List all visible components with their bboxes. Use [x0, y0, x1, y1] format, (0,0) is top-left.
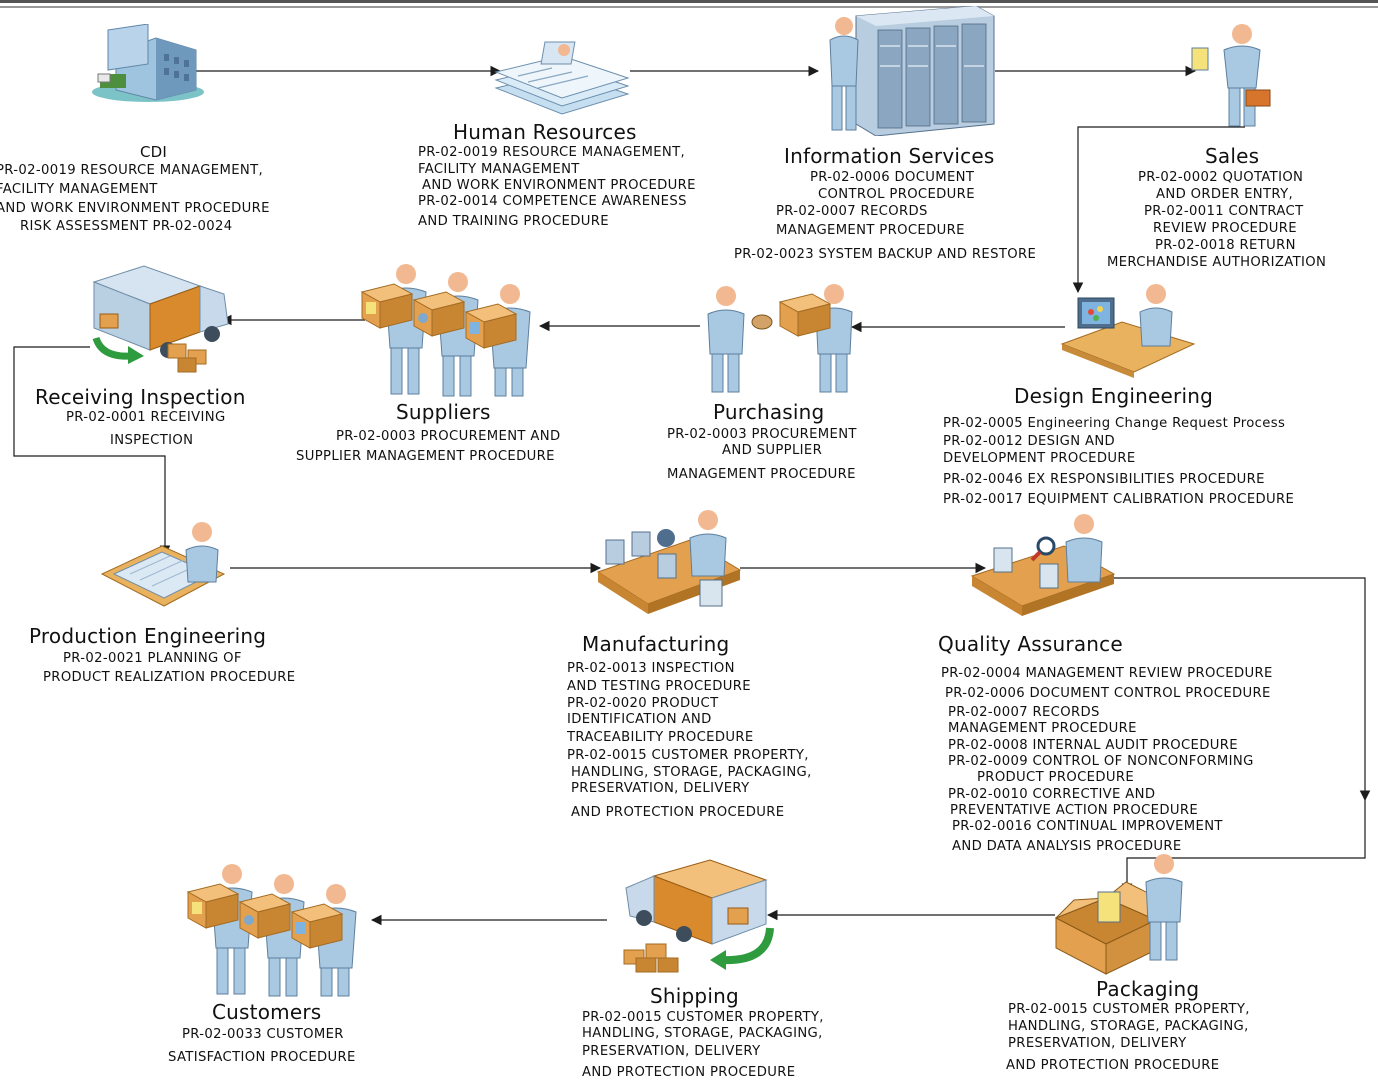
- qa-line: PR-02-0016 CONTINUAL IMPROVEMENT: [952, 819, 1223, 834]
- suppliers-line: PR-02-0003 PROCUREMENT AND: [336, 429, 561, 444]
- box-carriers-icon: [360, 264, 531, 397]
- is-title: Information Services: [784, 144, 995, 168]
- top-rule: [0, 0, 1378, 3]
- prodeng-line: PRODUCT REALIZATION PROCEDURE: [43, 670, 296, 685]
- sales-line: MERCHANDISE AUTHORIZATION: [1107, 255, 1327, 270]
- sales-line: REVIEW PROCEDURE: [1153, 221, 1297, 236]
- is-line: CONTROL PROCEDURE: [818, 187, 975, 202]
- shipping-line: PRESERVATION, DELIVERY: [582, 1044, 761, 1059]
- cdi-title: CDI: [140, 143, 168, 161]
- packing-box-icon: [1054, 854, 1183, 975]
- sales-line: PR-02-0002 QUOTATION: [1138, 170, 1304, 185]
- hr-line: PR-02-0014 COMPETENCE AWARENESS: [418, 194, 687, 209]
- shipping-line: AND PROTECTION PROCEDURE: [582, 1065, 796, 1080]
- packaging-title: Packaging: [1096, 977, 1200, 1001]
- manufacturing-title: Manufacturing: [582, 632, 730, 656]
- is-line: PR-02-0023 SYSTEM BACKUP AND RESTORE: [734, 247, 1037, 262]
- qa-line: AND DATA ANALYSIS PROCEDURE: [952, 839, 1182, 854]
- shipping-line: HANDLING, STORAGE, PACKAGING,: [582, 1026, 823, 1041]
- design-line: PR-02-0012 DESIGN AND: [943, 434, 1116, 449]
- buyer-icon: [707, 284, 853, 393]
- is-line: PR-02-0007 RECORDS: [776, 204, 928, 219]
- cdi-line: PR-02-0019 RESOURCE MANAGEMENT,: [0, 163, 264, 178]
- qa-line: PREVENTATIVE ACTION PROCEDURE: [950, 803, 1199, 818]
- cdi-line: AND WORK ENVIRONMENT PROCEDURE: [0, 201, 270, 216]
- sales-title: Sales: [1205, 144, 1260, 168]
- cdi-line: RISK ASSESSMENT PR-02-0024: [20, 219, 233, 234]
- inspection-conveyor-icon: [970, 514, 1116, 616]
- hr-line: FACILITY MANAGEMENT: [418, 162, 580, 177]
- design-line: DEVELOPMENT PROCEDURE: [943, 451, 1136, 466]
- sales-line: PR-02-0011 CONTRACT: [1144, 204, 1304, 219]
- prodeng-line: PR-02-0021 PLANNING OF: [63, 651, 242, 666]
- arrow-qa-to-right-rail: [1112, 577, 1371, 802]
- box-carriers-icon: [186, 864, 357, 997]
- packaging-line: HANDLING, STORAGE, PACKAGING,: [1008, 1019, 1249, 1034]
- arrow-sales-to-design: [1072, 126, 1245, 294]
- receiving-title: Receiving Inspection: [35, 385, 246, 409]
- arrow-receiving-to-prodeng: [13, 346, 171, 557]
- packaging-line: PR-02-0015 CUSTOMER PROPERTY,: [1008, 1002, 1250, 1017]
- design-line: PR-02-0046 EX RESPONSIBILITIES PROCEDURE: [943, 472, 1265, 487]
- purchasing-line: AND SUPPLIER: [722, 443, 823, 458]
- office-building-icon: [92, 24, 204, 102]
- purchasing-title: Purchasing: [713, 400, 825, 424]
- hr-title: Human Resources: [453, 120, 637, 144]
- qa-line: PR-02-0008 INTERNAL AUDIT PROCEDURE: [948, 738, 1238, 753]
- cdi-line: FACILITY MANAGEMENT: [0, 182, 158, 197]
- conveyor-icon: [596, 510, 742, 614]
- shipping-line: PR-02-0015 CUSTOMER PROPERTY,: [582, 1010, 824, 1025]
- drafting-table-icon: [100, 522, 226, 607]
- shipping-title: Shipping: [650, 984, 739, 1008]
- manufacturing-line: PR-02-0013 INSPECTION: [567, 661, 735, 676]
- design-line: PR-02-0005 Engineering Change Request Pr…: [943, 416, 1286, 431]
- receiving-line: PR-02-0001 RECEIVING: [66, 410, 226, 425]
- purchasing-line: PR-02-0003 PROCUREMENT: [667, 427, 857, 442]
- manufacturing-line: AND PROTECTION PROCEDURE: [571, 805, 785, 820]
- hr-line: AND TRAINING PROCEDURE: [418, 214, 609, 229]
- packaging-line: AND PROTECTION PROCEDURE: [1006, 1058, 1220, 1073]
- qa-line: PR-02-0009 CONTROL OF NONCONFORMING: [948, 754, 1254, 769]
- sales-line: PR-02-0018 RETURN: [1155, 238, 1296, 253]
- top-rule-secondary: [0, 6, 1378, 8]
- salesperson-icon: [1191, 24, 1271, 127]
- design-line: PR-02-0017 EQUIPMENT CALIBRATION PROCEDU…: [943, 492, 1295, 507]
- qa-line: PRODUCT PROCEDURE: [977, 770, 1135, 785]
- manufacturing-line: AND TESTING PROCEDURE: [567, 679, 751, 694]
- qa-line: PR-02-0004 MANAGEMENT REVIEW PROCEDURE: [941, 666, 1273, 681]
- manufacturing-line: IDENTIFICATION AND: [567, 712, 712, 727]
- packaging-line: PRESERVATION, DELIVERY: [1008, 1036, 1187, 1051]
- designer-desk-icon: [1060, 284, 1196, 378]
- prodeng-title: Production Engineering: [29, 624, 267, 648]
- suppliers-line: SUPPLIER MANAGEMENT PROCEDURE: [296, 449, 555, 464]
- hr-line: PR-02-0019 RESOURCE MANAGEMENT,: [418, 145, 686, 160]
- shipping-truck-icon: [623, 859, 774, 973]
- qa-title: Quality Assurance: [938, 632, 1123, 656]
- server-rack-icon: [829, 6, 995, 136]
- manufacturing-line: PR-02-0015 CUSTOMER PROPERTY,: [567, 748, 809, 763]
- manufacturing-line: HANDLING, STORAGE, PACKAGING,: [571, 765, 812, 780]
- customers-line: SATISFACTION PROCEDURE: [168, 1050, 356, 1065]
- manufacturing-line: PR-02-0020 PRODUCT: [567, 696, 719, 711]
- purchasing-line: MANAGEMENT PROCEDURE: [667, 467, 856, 482]
- is-line: PR-02-0006 DOCUMENT: [810, 170, 975, 185]
- qa-line: PR-02-0007 RECORDS: [948, 705, 1100, 720]
- design-title: Design Engineering: [1014, 384, 1214, 408]
- arrow-rail-to-packaging: [1121, 800, 1366, 895]
- manufacturing-line: TRACEABILITY PROCEDURE: [567, 730, 754, 745]
- customers-title: Customers: [212, 1000, 322, 1024]
- hr-line: AND WORK ENVIRONMENT PROCEDURE: [422, 178, 696, 193]
- qa-line: MANAGEMENT PROCEDURE: [948, 721, 1137, 736]
- receiving-line: INSPECTION: [110, 433, 194, 448]
- suppliers-title: Suppliers: [396, 400, 491, 424]
- qa-line: PR-02-0010 CORRECTIVE AND: [948, 787, 1156, 802]
- is-line: MANAGEMENT PROCEDURE: [776, 223, 965, 238]
- documents-icon: [494, 41, 630, 115]
- delivery-truck-icon: [92, 265, 229, 373]
- manufacturing-line: PRESERVATION, DELIVERY: [571, 781, 750, 796]
- qa-line: PR-02-0006 DOCUMENT CONTROL PROCEDURE: [945, 686, 1271, 701]
- sales-line: AND ORDER ENTRY,: [1156, 187, 1294, 202]
- customers-line: PR-02-0033 CUSTOMER: [182, 1027, 344, 1042]
